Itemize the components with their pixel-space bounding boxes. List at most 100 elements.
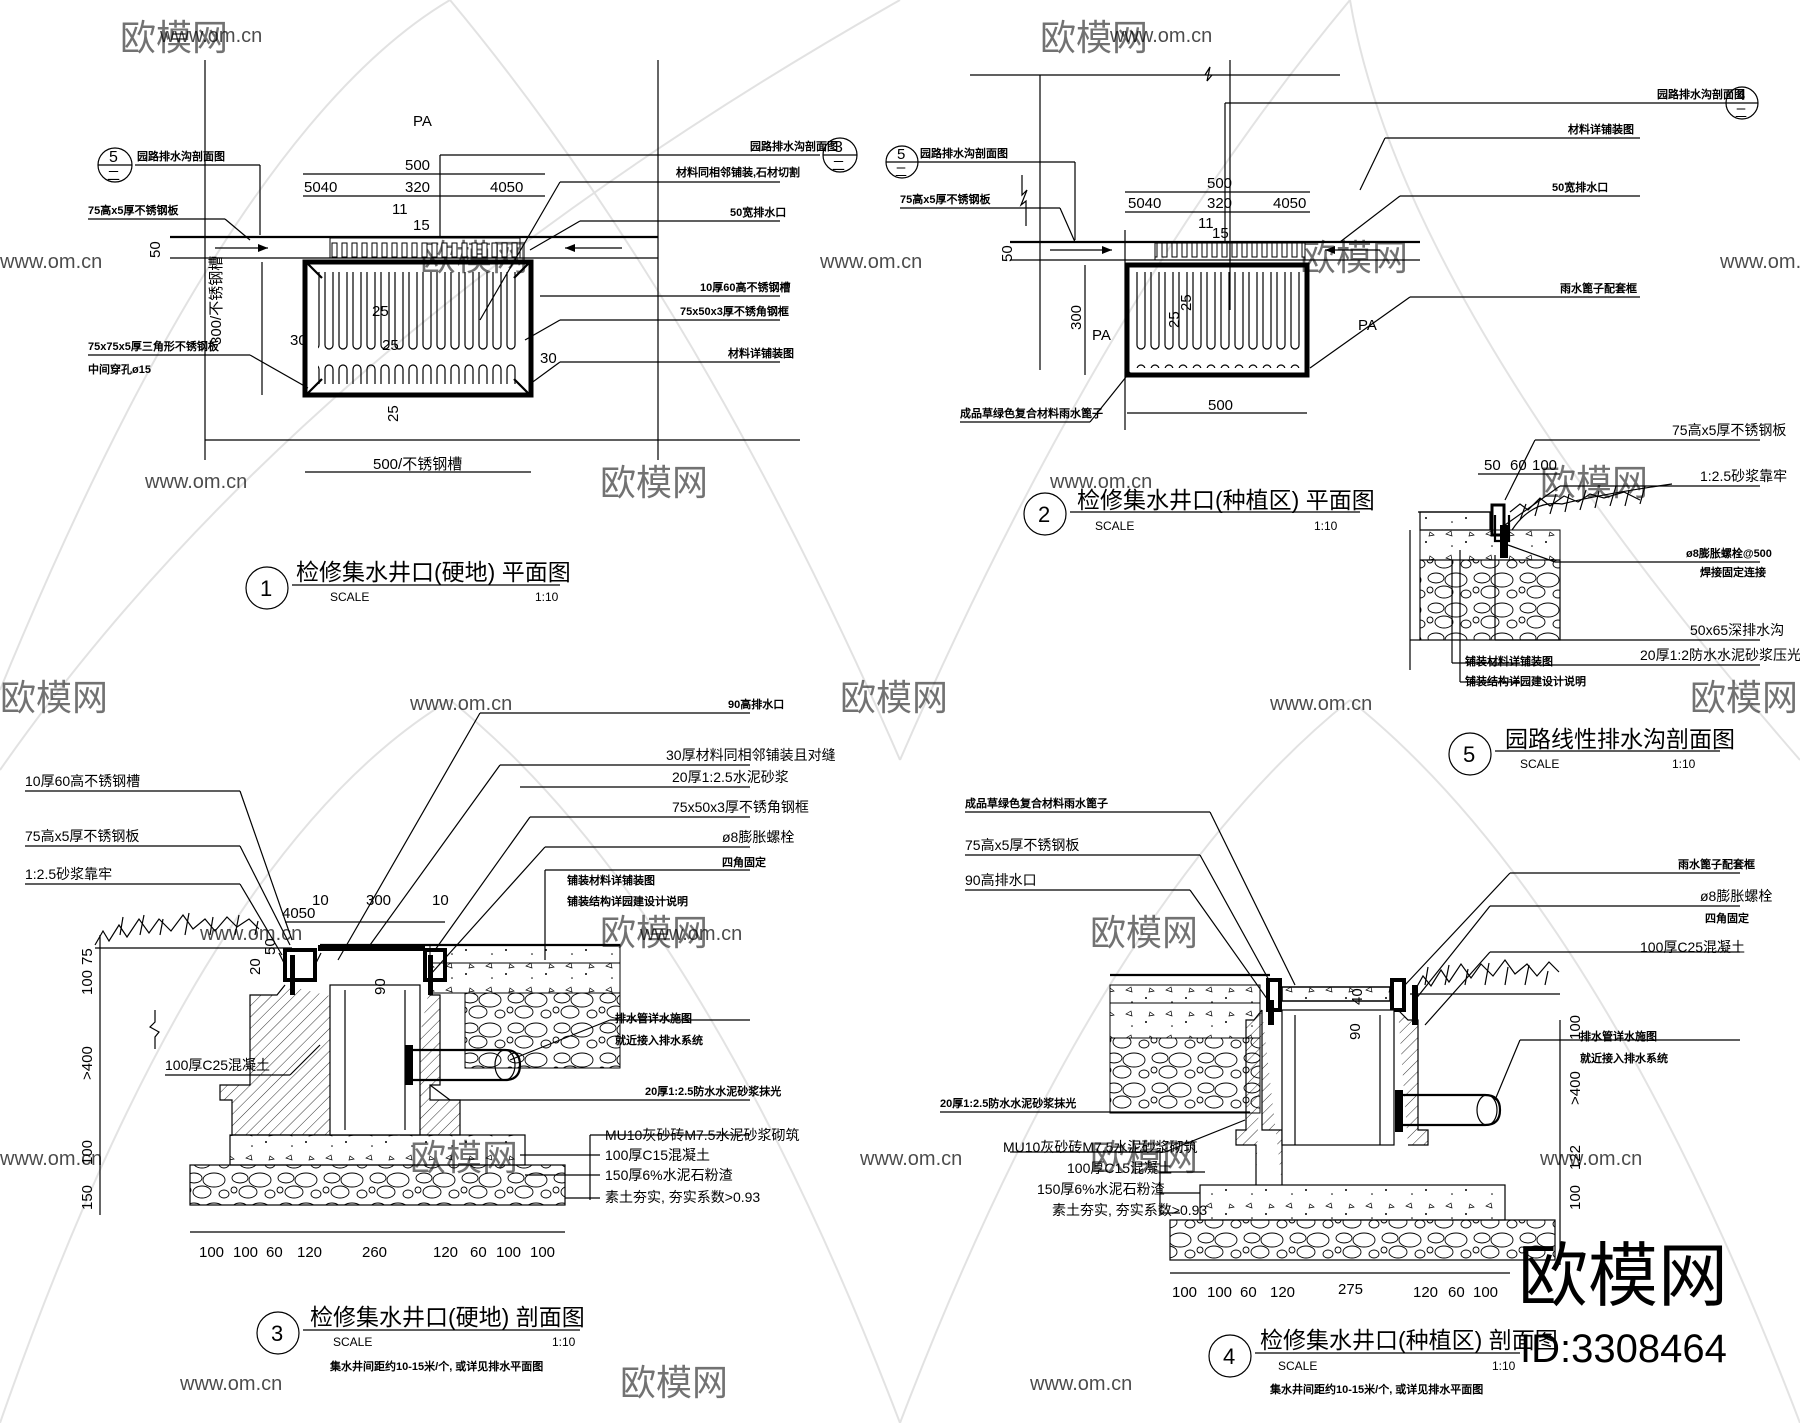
wm-url: www.om.cn xyxy=(1109,25,1212,47)
d2-dim-25b: 25 xyxy=(1166,311,1183,328)
d3-note-n7: 铺装材料详铺装图 xyxy=(567,873,655,887)
wm-brand: 欧模网 xyxy=(1540,462,1648,503)
d1-dim-50: 50 xyxy=(147,241,164,258)
d4-note-l1: 成品草绿色复合材料雨水篦子 xyxy=(965,796,1108,810)
drawing-4-section-planting: 40 90 100 >400 122 100 100 100 60 120 27… xyxy=(940,796,1772,1396)
d4-side-122: 122 xyxy=(1567,1145,1584,1170)
wm-url: www.om.cn xyxy=(0,251,102,273)
d3-number: 3 xyxy=(271,1321,283,1346)
d5-scale-label: SCALE xyxy=(1520,757,1559,771)
d3-note-n11: 20厚1:2.5防水水泥砂浆抹光 xyxy=(645,1084,781,1098)
d2-ref-left-bottom: 二 xyxy=(895,165,907,179)
d2-dim-bottom: 500 xyxy=(1208,397,1233,414)
d3-note-n13: 100厚C15混凝土 xyxy=(605,1147,710,1163)
wm-brand: 欧模网 xyxy=(620,1362,728,1403)
brand-overlay: 欧模网 ID:3308464 xyxy=(1518,1237,1728,1371)
d3-note-n15: 素土夯实, 夯实系数>0.93 xyxy=(605,1189,760,1205)
d4-note-r4: 100厚C25混凝土 xyxy=(1640,939,1745,955)
d2-scale: 1:10 xyxy=(1314,519,1338,533)
wm-url: www.om.cn xyxy=(1269,693,1372,715)
d5-note-l2: 铺装结构详园建设计说明 xyxy=(1465,674,1586,688)
d1-note-r1: 园路排水沟剖面图 xyxy=(750,139,838,153)
d1-ref-right-top: 3 xyxy=(834,139,843,156)
d3-note-n2: 30厚材料同相邻铺装且对缝 xyxy=(666,747,836,763)
d3-side-100a: 100 xyxy=(79,970,96,995)
d1-note-l3: 75x75x5厚三角形不锈钢板 xyxy=(88,339,220,353)
d5-dim-50: 50 xyxy=(1484,457,1501,474)
wm-brand: 欧模网 xyxy=(1690,677,1798,718)
d4-note-l4: 20厚1:2.5防水水泥砂浆抹光 xyxy=(940,1096,1076,1110)
wm-url: www.om.cn xyxy=(179,1373,282,1395)
wm-brand: 欧模网 xyxy=(120,17,228,58)
d1-dim-25a: 25 xyxy=(372,303,389,320)
d3-bdim-4: 260 xyxy=(362,1244,387,1261)
d1-note-r3: 50宽排水口 xyxy=(730,205,786,219)
d4-note-l5: MU10灰砂砖M7.5水泥砂浆砌筑 xyxy=(1003,1139,1197,1155)
brand-logo-text: 欧模网 xyxy=(1518,1237,1728,1315)
wm-url: www.om.cn xyxy=(144,471,247,493)
d3-title: 检修集水井口(硬地) 剖面图 xyxy=(310,1304,585,1330)
d3-note-n14: 150厚6%水泥石粉渣 xyxy=(605,1167,733,1183)
d3-note-n12: MU10灰砂砖M7.5水泥砂浆砌筑 xyxy=(605,1127,799,1143)
d4-inner-40: 40 xyxy=(1349,988,1366,1005)
model-id: ID:3308464 xyxy=(1520,1327,1727,1371)
d1-dim-11: 11 xyxy=(392,201,408,218)
wm-brand: 欧模网 xyxy=(1090,1137,1198,1178)
d1-ref-left-top: 5 xyxy=(109,149,118,166)
d4-footnote: 集水井间距约10-15米/个, 或详见排水平面图 xyxy=(1269,1382,1483,1396)
d3-note-l4: 100厚C25混凝土 xyxy=(165,1057,270,1073)
d4-inner-90: 90 xyxy=(1347,1023,1364,1040)
d2-number: 2 xyxy=(1038,502,1050,527)
wm-brand: 欧模网 xyxy=(1300,237,1408,278)
d3-scale-label: SCALE xyxy=(333,1335,372,1349)
d3-side-150: 150 xyxy=(79,1185,96,1210)
d2-dim-15: 15 xyxy=(1212,225,1229,242)
d1-note-l4: 中间穿孔ø15 xyxy=(88,362,151,376)
d3-bdim-2: 60 xyxy=(266,1244,283,1261)
d3-note-n1: 90高排水口 xyxy=(728,697,784,711)
d2-note-r4: 雨水篦子配套框 xyxy=(1560,281,1637,295)
d5-dim-100: 100 xyxy=(1532,457,1557,474)
drawing-1-plan-hard: PA 500 5040 320 4050 11 15 50 300/不锈钢槽 2… xyxy=(88,60,858,610)
d2-dim-300: 300 xyxy=(1068,305,1085,330)
d5-note-r4: 焊接固定连接 xyxy=(1700,565,1766,579)
d3-inner-a: 20 xyxy=(247,958,264,975)
d3-side-400: >400 xyxy=(79,1046,96,1080)
d1-dim-4050: 4050 xyxy=(490,179,523,196)
d1-scale: 1:10 xyxy=(535,590,559,604)
d3-inner-c: 90 xyxy=(372,978,389,995)
d2-pa-left: PA xyxy=(1092,327,1111,344)
d3-bdim-3: 120 xyxy=(297,1244,322,1261)
wm-url: www.om.cn xyxy=(1719,251,1800,273)
d1-dim-500: 500 xyxy=(405,157,430,174)
d1-number: 1 xyxy=(260,576,272,601)
d5-note-l1: 铺装材料详铺装图 xyxy=(1465,654,1553,668)
d4-note-l2: 75高x5厚不锈钢板 xyxy=(965,837,1079,853)
d4-bdim-4: 275 xyxy=(1338,1281,1363,1298)
d1-dim-25b: 25 xyxy=(382,337,399,354)
d2-dim-500: 500 xyxy=(1207,175,1232,192)
d3-topdim-a: 4050 xyxy=(282,905,315,922)
wm-brand: 欧模网 xyxy=(0,677,108,718)
d1-dim-bottom: 500/不锈钢槽 xyxy=(373,456,462,473)
d3-side-75: 75 xyxy=(79,948,96,965)
d4-note-l6: 100厚C15混凝土 xyxy=(1067,1160,1172,1176)
wm-url: www.om.cn xyxy=(1539,1148,1642,1170)
d4-bdim-6: 60 xyxy=(1448,1284,1465,1301)
d1-note-l2: 75高x5厚不锈钢板 xyxy=(88,203,179,217)
d1-dim-15: 15 xyxy=(413,217,430,234)
wm-url: www.om.cn xyxy=(1049,471,1152,493)
d4-note-l8: 素土夯实, 夯实系数>0.93 xyxy=(1052,1202,1207,1218)
d4-note-l7: 150厚6%水泥石粉渣 xyxy=(1037,1181,1165,1197)
d2-dim-11: 11 xyxy=(1198,215,1214,232)
wm-brand: 欧模网 xyxy=(840,677,948,718)
d4-side-100b: 100 xyxy=(1567,1185,1584,1210)
d3-note-l2: 75高x5厚不锈钢板 xyxy=(25,828,139,844)
wm-url: www.om.cn xyxy=(199,923,302,945)
d1-dim-25c: 25 xyxy=(385,405,402,422)
d3-note-n8: 铺装结构详园建设计说明 xyxy=(567,894,688,908)
drawing-3-section-hard: 4050 10 300 10 20 50 90 75 100 >400 100 … xyxy=(25,697,836,1373)
d2-dim-320: 320 xyxy=(1207,195,1232,212)
d4-note-r2: ø8膨胀螺栓 xyxy=(1700,888,1772,904)
